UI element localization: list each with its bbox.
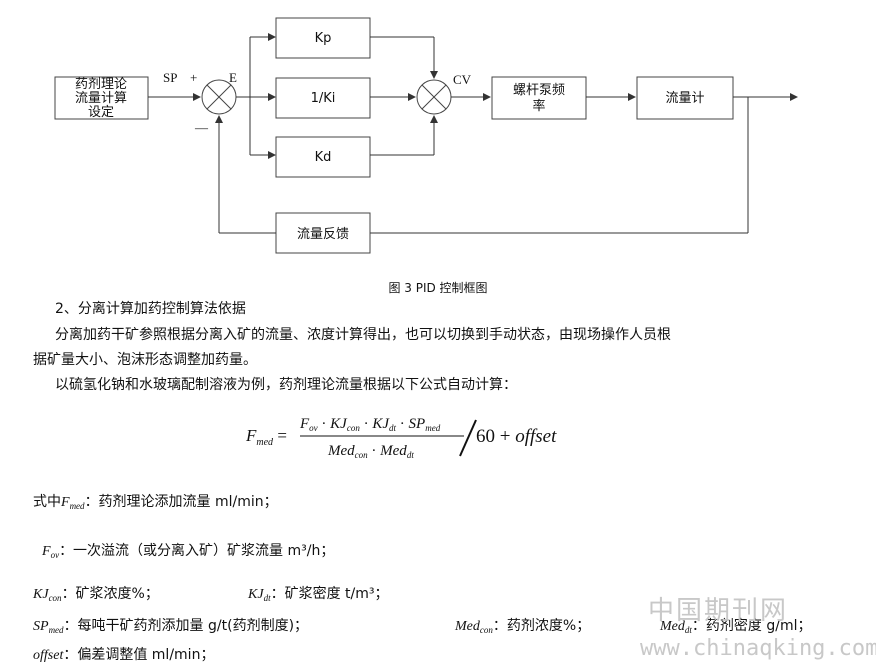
paragraph-1-line-2: 据矿量大小、泡沫形态调整加药量。 (33, 352, 257, 368)
svg-text:60 + offset: 60 + offset (476, 426, 557, 447)
kp-label: Kp (315, 31, 332, 46)
cv-label: CV (453, 72, 472, 87)
summing-junction-1 (201, 79, 237, 115)
paragraph-2: 以硫氢化钠和水玻璃配制溶液为例，药剂理论流量根据以下公式自动计算： (55, 377, 517, 393)
minus-label: — (194, 120, 209, 135)
def-meddt: Meddt：药剂密度 g/ml； (660, 618, 812, 635)
svg-text:Fov · KJcon · KJdt · SPmed: Fov · KJcon · KJdt · SPmed (299, 416, 441, 433)
ki-block (275, 77, 371, 119)
def-kjdt: KJdt：矿浆密度 t/m³； (248, 586, 389, 603)
pump-line-1: 螺杆泵频 (513, 83, 565, 98)
feedback-label: 流量反馈 (297, 227, 349, 242)
sp-label: SP (163, 70, 177, 85)
setpoint-line-3: 设定 (88, 105, 114, 120)
plus-label: + (190, 70, 197, 85)
watermark-url: www.chinaqking.com (640, 636, 876, 661)
ki-label: 1/Ki (311, 91, 336, 106)
def-kjcon: KJcon：矿浆浓度%； (33, 586, 159, 603)
kp-block (275, 17, 371, 59)
flow-formula: Fmed = Fov · KJcon · KJdt · SPmed Medcon… (245, 416, 557, 460)
def-medcon: Medcon：药剂浓度%； (455, 618, 591, 635)
pump-line-2: 率 (532, 98, 545, 114)
summing-junction-2 (416, 79, 452, 115)
e-label: E (229, 70, 237, 85)
setpoint-line-2: 流量计算 (75, 91, 127, 106)
setpoint-line-1: 药剂理论 (75, 77, 127, 92)
svg-text:Medcon · Meddt: Medcon · Meddt (327, 443, 414, 460)
kd-block (275, 136, 371, 178)
paragraph-1-line-1: 分离加药干矿参照根据分离入矿的流量、浓度计算得出，也可以切换到手动状态，由现场操… (55, 327, 671, 343)
svg-text:Fmed =: Fmed = (245, 426, 287, 448)
def-spmed: SPmed：每吨干矿药剂添加量 g/t(药剂制度)； (33, 618, 309, 635)
setpoint-block (54, 76, 149, 120)
section-heading: 2、分离计算加药控制算法依据 (55, 301, 246, 317)
def-offset: offset：偏差调整值 ml/min； (33, 647, 215, 663)
flowmeter-block (636, 76, 734, 120)
figure-caption: 图 3 PID 控制框图 (388, 281, 488, 295)
pid-block-diagram: 药剂理论 流量计算 设定 SP + E — Kp 1/Ki Kd (54, 17, 798, 254)
feedback-block (275, 212, 371, 254)
def-fmed: 式中Fmed：药剂理论添加流量 ml/min； (33, 494, 278, 511)
watermark-cn: 中国期刊网 (648, 596, 789, 626)
kd-label: Kd (315, 150, 332, 165)
pump-block (491, 76, 587, 120)
def-fov: Fov：一次溢流（或分离入矿）矿浆流量 m³/h； (42, 543, 335, 560)
flowmeter-label: 流量计 (665, 91, 704, 106)
